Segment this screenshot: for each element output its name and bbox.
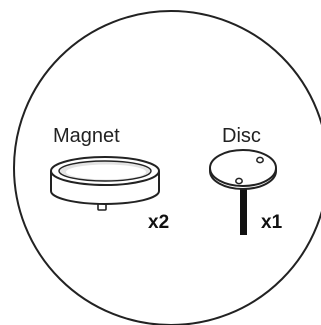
disc-label: Disc <box>222 125 261 147</box>
magnet-label: Magnet <box>53 125 120 147</box>
disc-quantity: x1 <box>261 212 283 233</box>
magnet-icon <box>51 157 159 210</box>
magnet-quantity: x2 <box>148 212 169 233</box>
